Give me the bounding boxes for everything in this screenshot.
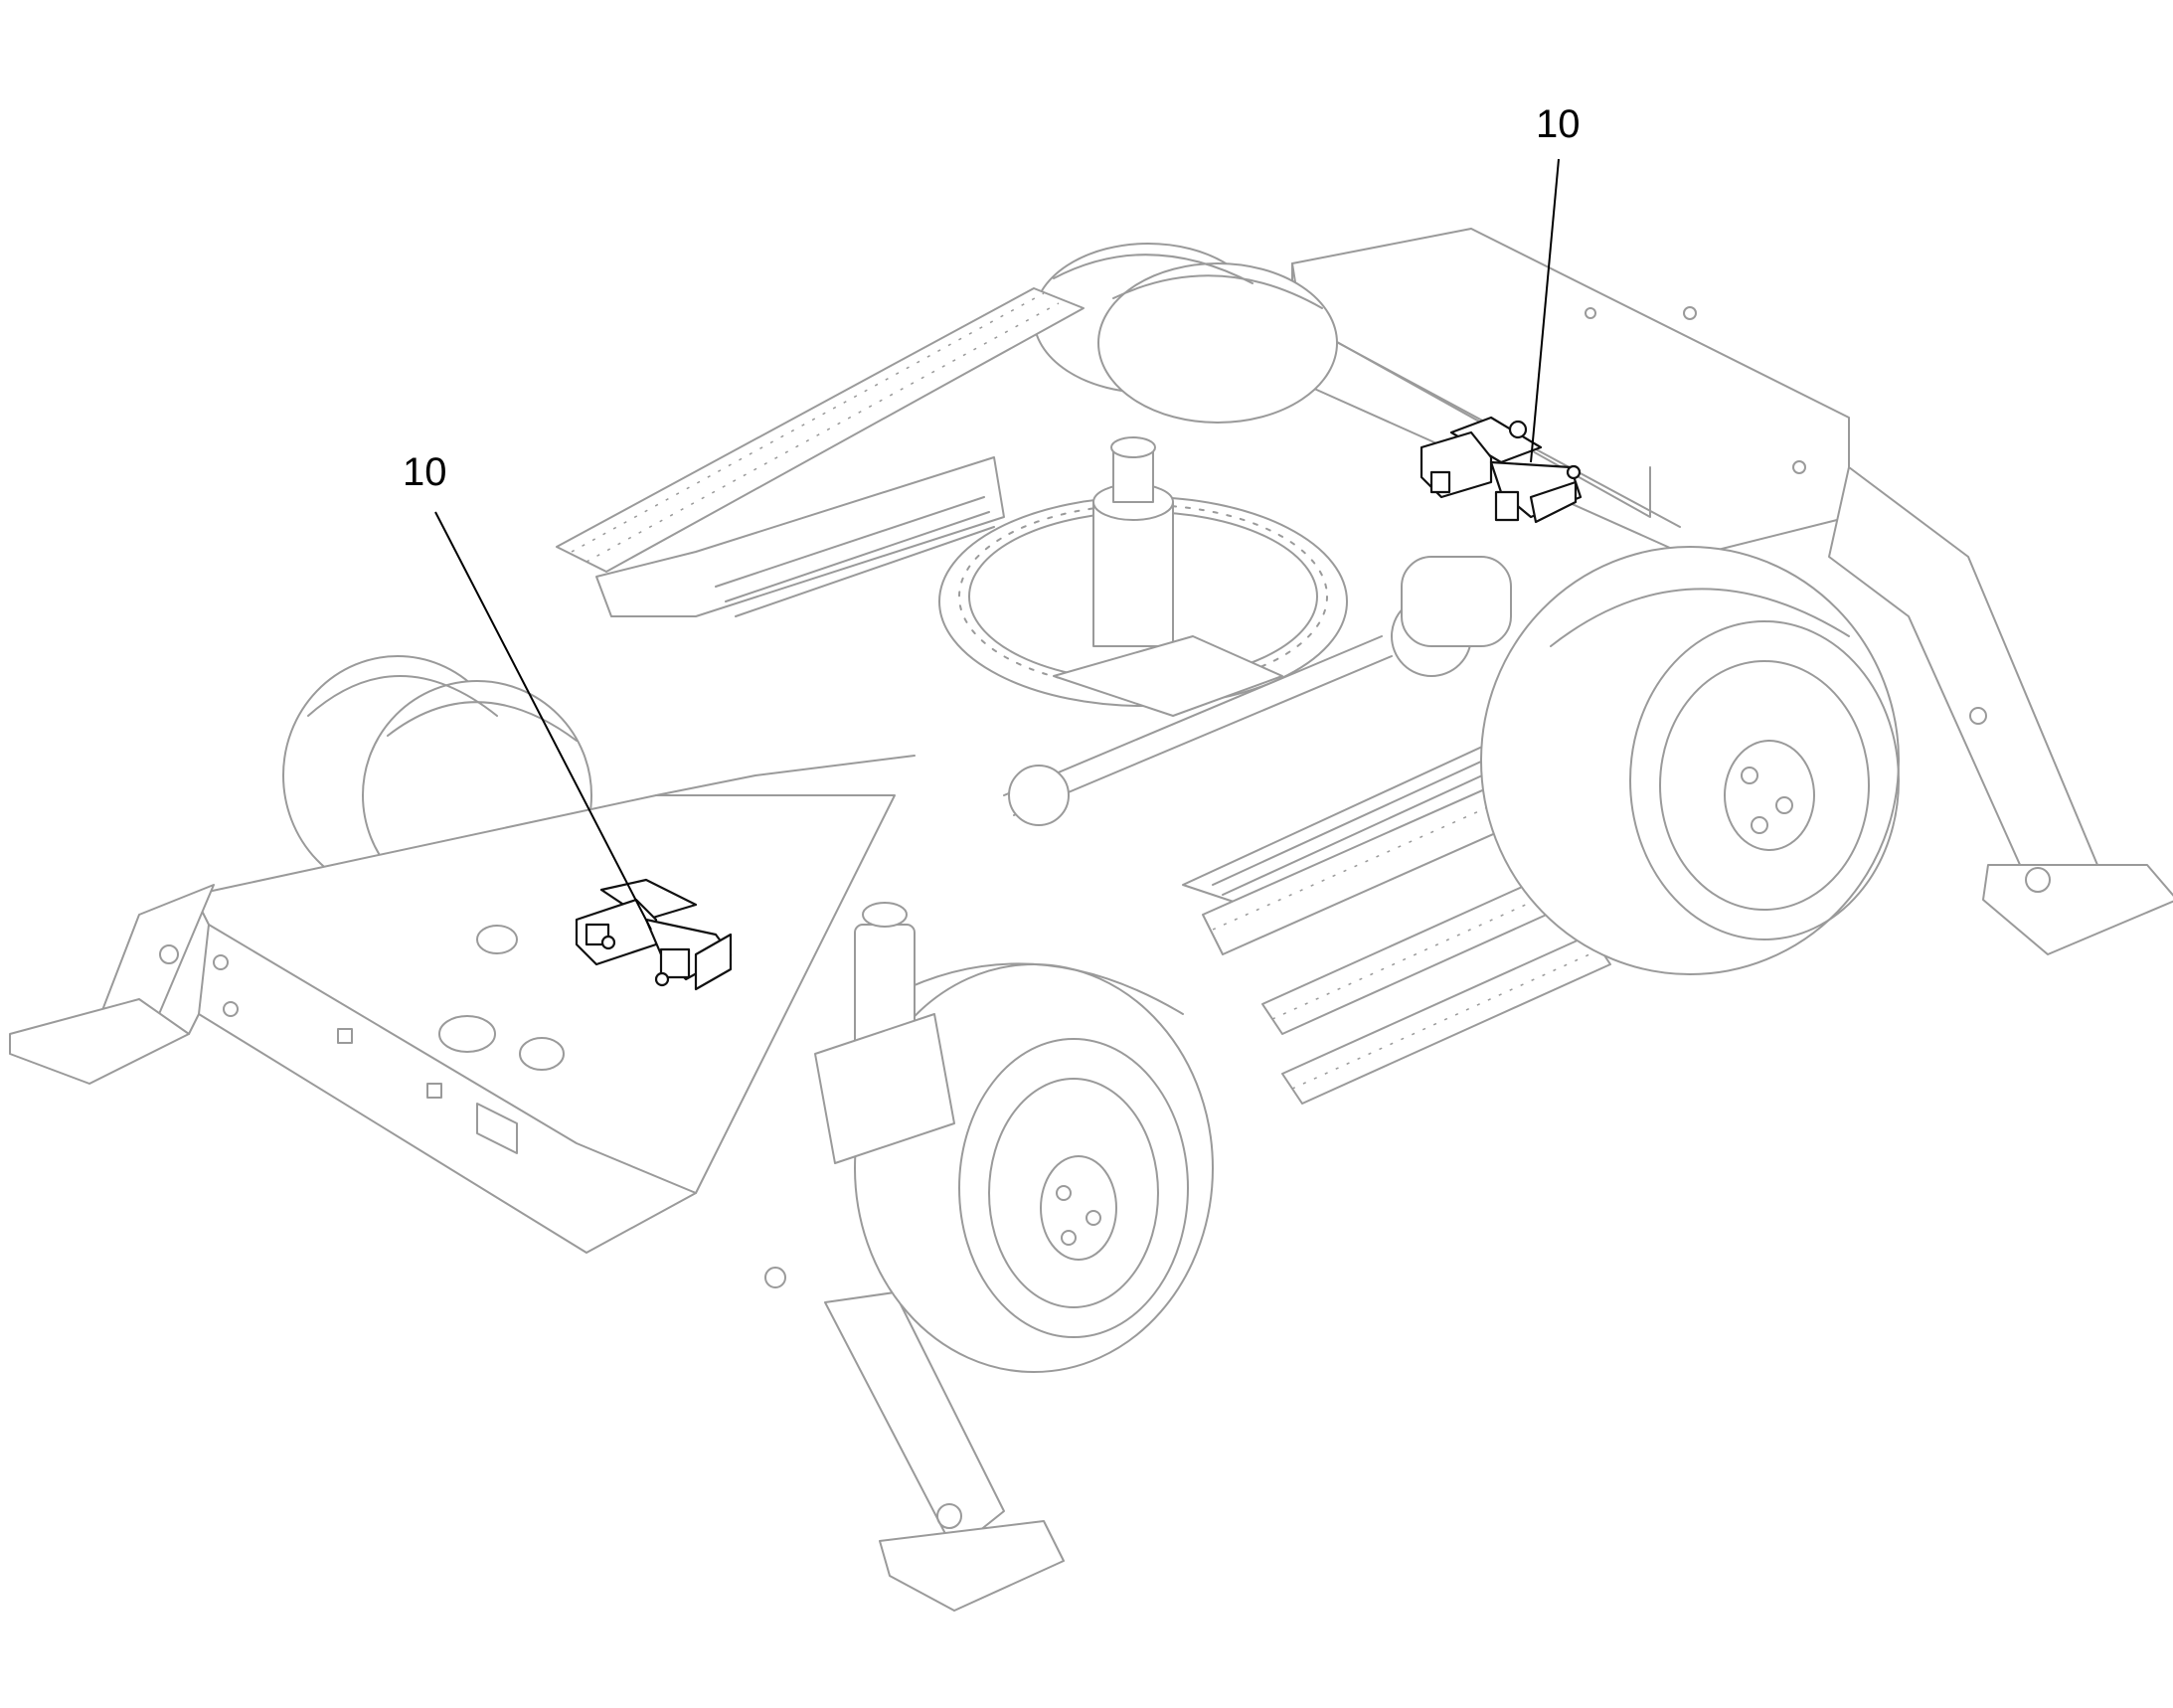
callout-leader-2 <box>1530 158 1560 463</box>
callout-label[interactable]: 10 <box>403 450 447 494</box>
rear-right-wheel <box>1480 546 1900 975</box>
rear-left-wheels <box>1033 243 1338 424</box>
callout-label[interactable]: 10 <box>1536 102 1581 146</box>
rear-frame <box>1291 228 1850 558</box>
slew-ring <box>938 436 1348 717</box>
front-axle-cylinder <box>814 902 955 1164</box>
front-left-outrigger <box>9 884 215 1085</box>
front-right-outrigger <box>764 1267 1065 1612</box>
front-frame <box>188 755 916 1254</box>
valve-bracket-rear[interactable] <box>1420 416 1583 524</box>
rear-right-outrigger <box>1828 466 2173 955</box>
callout-leader-1 <box>434 511 652 931</box>
rear-left-walkway <box>556 287 1085 617</box>
drive-shaft <box>1003 556 1512 826</box>
